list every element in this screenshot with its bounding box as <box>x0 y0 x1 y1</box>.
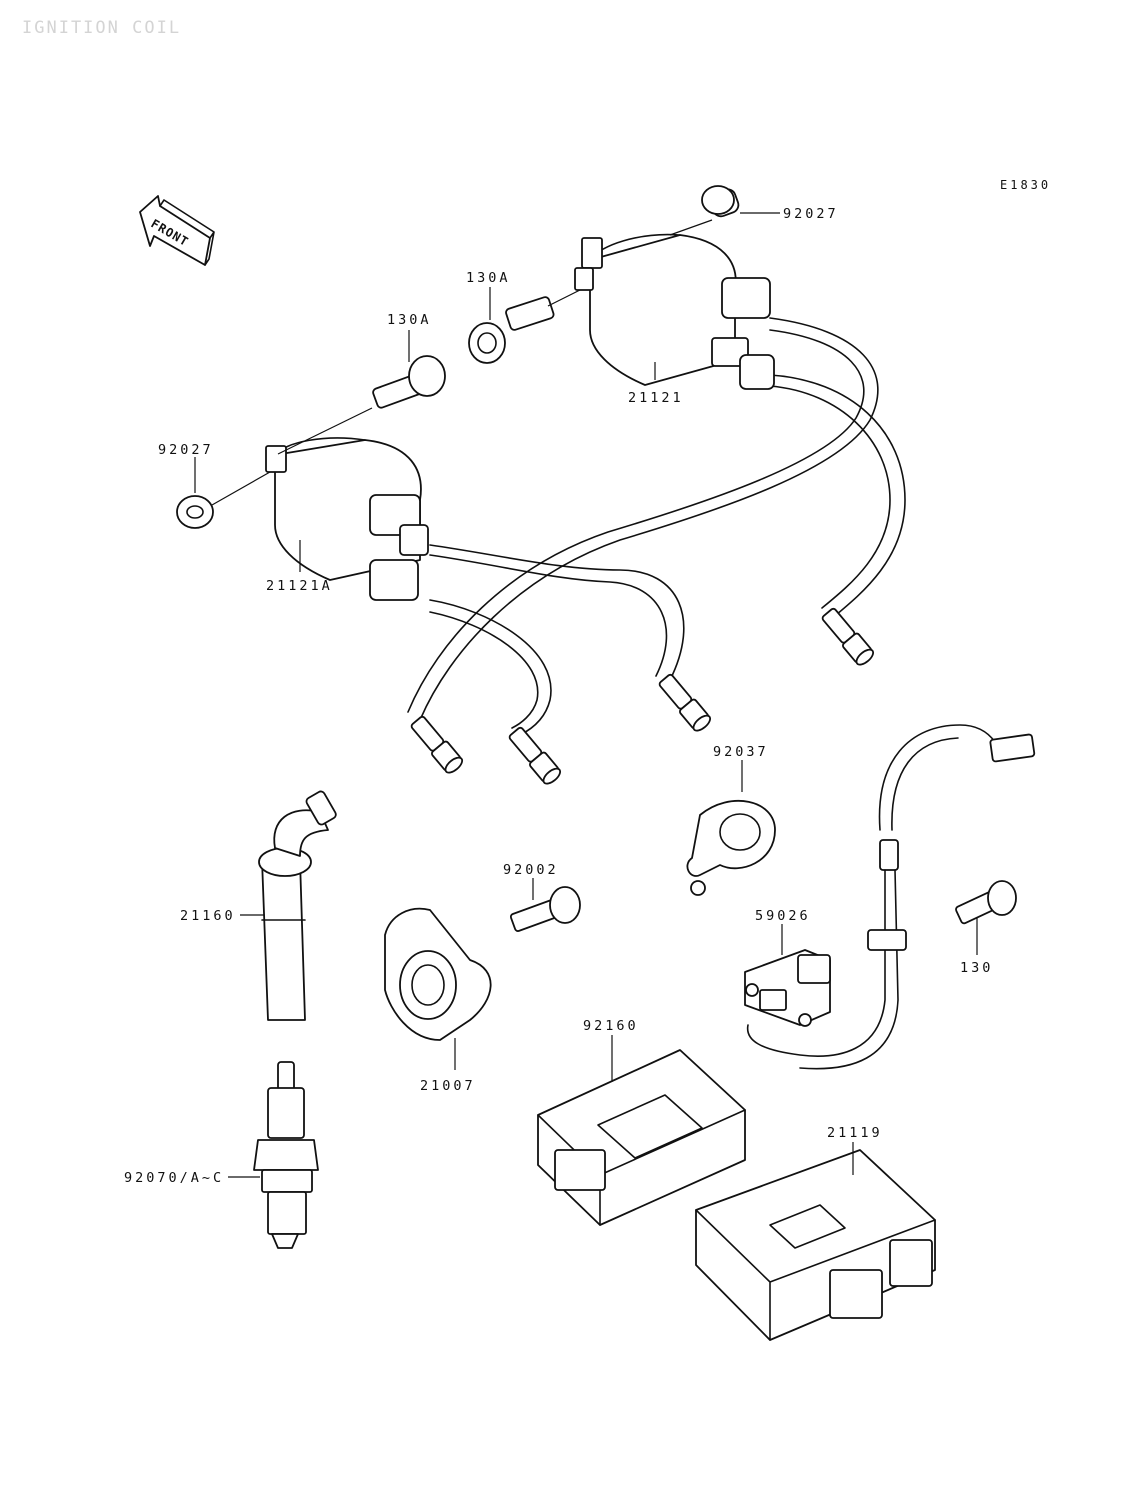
label-coil-right: 21121 <box>628 390 684 406</box>
ignition-coil-right <box>574 233 775 390</box>
rotor-bolt <box>509 886 581 932</box>
label-coil-left: 21121A <box>266 578 333 594</box>
pickup-rotor <box>384 907 492 1041</box>
wire-terminals <box>410 607 875 785</box>
label-coil-front-bolt-right: 92027 <box>783 206 839 222</box>
leader-lines <box>194 212 978 1178</box>
label-rotor: 21007 <box>420 1078 476 1094</box>
coil-bolt-right <box>468 289 581 364</box>
igniter-case <box>537 1049 746 1226</box>
label-pickup-bolt: 130 <box>960 960 993 976</box>
label-coil-bolt-left: 130A <box>387 312 432 328</box>
label-spark-plug: 92070/A~C <box>124 1170 224 1186</box>
pickup-coil <box>744 724 1036 1070</box>
diagram-code: E1830 <box>1000 178 1052 192</box>
label-igniter-case: 92160 <box>583 1018 639 1034</box>
label-clamp: 92037 <box>713 744 769 760</box>
coil-bolt-left <box>277 355 446 455</box>
spark-plug <box>253 1061 319 1249</box>
label-igniter: 21119 <box>827 1125 883 1141</box>
igniter-unit <box>695 1149 936 1341</box>
ignition-coil-left <box>265 437 429 601</box>
ignition-wires <box>407 317 906 736</box>
label-coil-front-bolt-left: 92027 <box>158 442 214 458</box>
wire-clamp <box>686 799 776 896</box>
label-rotor-bolt: 92002 <box>503 862 559 878</box>
label-coil-bolt-right: 130A <box>466 270 511 286</box>
pickup-bolt <box>955 880 1017 925</box>
coil-grommet-left <box>176 471 271 529</box>
label-pickup-coil: 59026 <box>755 908 811 924</box>
front-arrow-icon: FRONT <box>139 195 215 266</box>
label-plug-cap: 21160 <box>180 908 236 924</box>
part-labels: 92027 130A 130A 21121 92027 21121A 21160… <box>124 206 993 1186</box>
diagram-title-watermark: IGNITION COIL <box>22 18 182 38</box>
plug-cap <box>258 790 337 1021</box>
coil-grommet-right <box>669 185 740 236</box>
